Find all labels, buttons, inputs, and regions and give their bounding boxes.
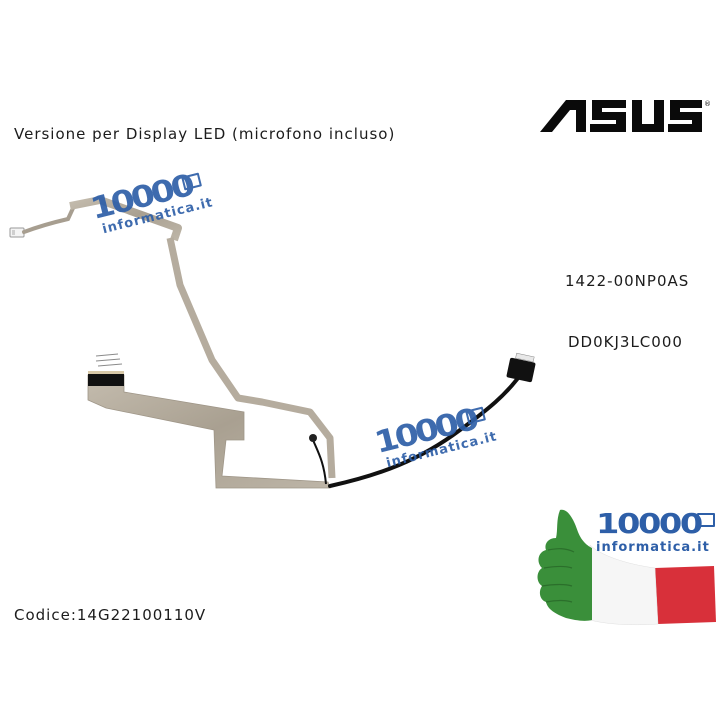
seller-logo: 10000 informatica.it <box>596 507 716 555</box>
seller-logo-number: 10000 <box>596 507 703 540</box>
microphone-icon <box>309 434 327 485</box>
svg-text:®: ® <box>704 100 710 108</box>
product-title: Versione per Display LED (microfono incl… <box>14 125 396 143</box>
part-number-1: 1422-00NP0AS <box>565 272 690 290</box>
part-number-2: DD0KJ3LC000 <box>568 333 683 351</box>
seller-logo-domain: informatica.it <box>596 540 710 555</box>
display-connector-icon <box>506 352 536 383</box>
laptop-icon <box>697 513 716 527</box>
product-code: Codice:14G22100110V <box>14 606 207 624</box>
lvds-ribbon <box>87 353 331 489</box>
asus-logo: ® <box>540 100 710 132</box>
